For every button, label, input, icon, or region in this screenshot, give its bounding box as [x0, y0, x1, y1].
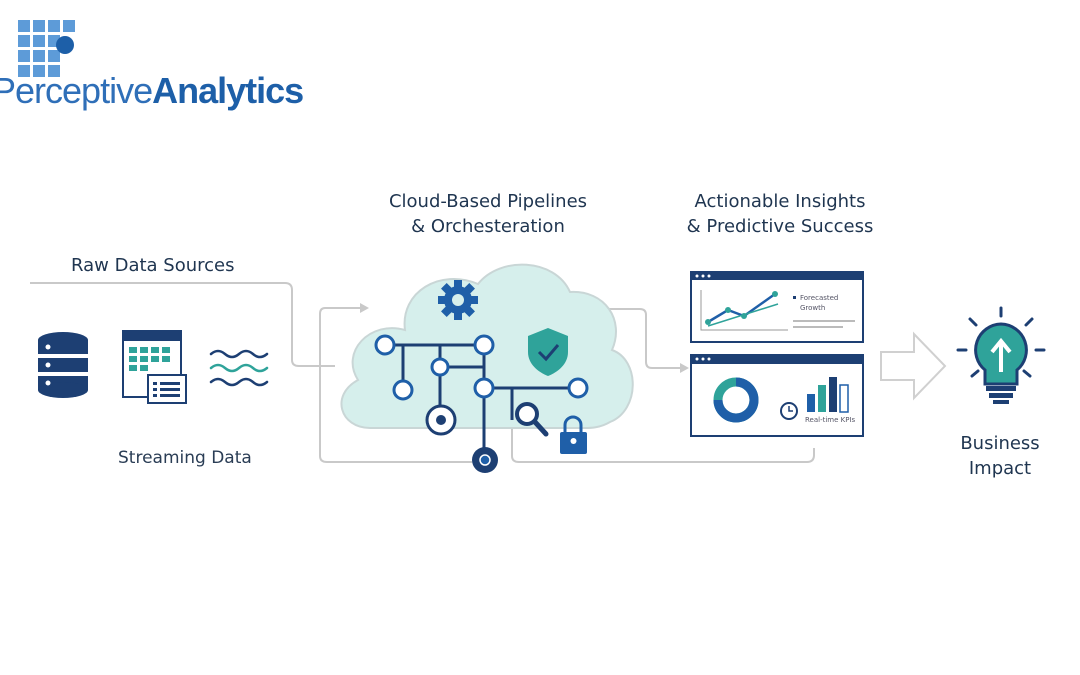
magnifier-icon [515, 402, 549, 437]
hub-node [472, 447, 498, 473]
forecast-caption-2: Growth [800, 304, 826, 312]
kpi-caption: Real-time KPIs [805, 416, 856, 424]
insights-title-line2: & Predictive Success [686, 216, 874, 237]
insights-title-line1: Actionable Insights [694, 191, 866, 212]
line-chart-icon [705, 291, 779, 327]
lightbulb-icon [956, 306, 1046, 404]
lock-icon [560, 415, 587, 454]
kpi-dashboard [690, 354, 864, 437]
cloud-title-line2: & Orchesteration [411, 216, 565, 237]
target-node [425, 404, 457, 436]
impact-title-line2: Impact [968, 458, 1032, 479]
donut-chart-icon [713, 377, 759, 423]
connector-arrow-head [680, 363, 689, 373]
connector-arrow-head [360, 303, 369, 313]
cloud-title-line1: Cloud-Based Pipelines [388, 191, 588, 212]
arrow-right-icon [880, 331, 947, 401]
impact-title-line1: Business [960, 433, 1040, 454]
logo-wordmark: PerceptiveAnalytics [0, 70, 304, 112]
gear-icon [438, 280, 478, 320]
forecast-dashboard [690, 271, 864, 343]
clock-icon [780, 402, 798, 420]
logo-text-bold: Analytics [152, 70, 304, 111]
spreadsheet-icon [122, 330, 187, 404]
logo-text-light: Perceptive [0, 70, 153, 111]
forecast-caption-1: Forecasted [800, 294, 839, 302]
shield-check-icon [528, 328, 568, 376]
streaming-data-label: Streaming Data [118, 448, 252, 468]
raw-data-title: Raw Data Sources [71, 255, 235, 276]
logo-grid-icon [18, 20, 75, 77]
stream-wave-icon [209, 349, 269, 387]
pipeline-nodes [374, 334, 589, 401]
bar-chart-icon [807, 377, 849, 413]
connector-lines [30, 282, 815, 463]
database-icon [38, 332, 88, 398]
